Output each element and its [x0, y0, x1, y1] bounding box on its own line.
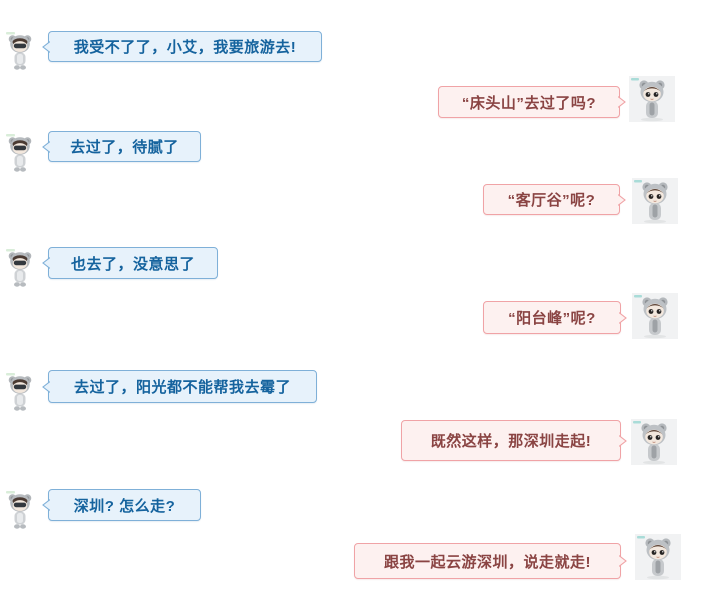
bubble-tail-icon: [618, 96, 626, 108]
message-text: 既然这样，那深圳走起!: [430, 433, 592, 450]
message-text: 跟我一起云游深圳，说走就走!: [384, 553, 591, 571]
chat-bubble-left: 我受不了了，小艾，我要旅游去!: [48, 31, 322, 62]
bubble-tail-icon: [42, 499, 50, 511]
user-avatar: [6, 373, 34, 413]
bubble-tail-icon: [42, 381, 50, 393]
chat-bubble-right: “客厅谷”呢?: [483, 184, 620, 215]
assistant-avatar: [631, 419, 677, 465]
user-avatar: [6, 249, 34, 289]
assistant-avatar: [632, 293, 678, 339]
message-text: “床头山”去过了吗?: [461, 94, 597, 112]
chat-bubble-left: 深圳? 怎么走?: [48, 489, 201, 521]
chat-bubble-right: 既然这样，那深圳走起!: [401, 420, 621, 461]
message-text: 去过了，阳光都不能帮我去霉了: [73, 379, 291, 396]
assistant-avatar: [635, 534, 681, 580]
user-avatar: [6, 32, 34, 72]
message-text: 去过了，待腻了: [70, 139, 179, 156]
message-text: “客厅谷”呢?: [507, 192, 596, 209]
chat-bubble-right: 跟我一起云游深圳，说走就走!: [354, 543, 621, 579]
chat-bubble-left: 去过了，阳光都不能帮我去霉了: [48, 370, 317, 403]
bubble-tail-icon: [42, 41, 50, 53]
bubble-tail-icon: [618, 194, 626, 206]
chat-bubble-right: “阳台峰”呢?: [483, 301, 621, 334]
chat-bubble-right: “床头山”去过了吗?: [438, 86, 620, 118]
chat-bubble-left: 去过了，待腻了: [48, 131, 201, 162]
bubble-tail-icon: [619, 312, 627, 324]
assistant-avatar: [629, 76, 675, 122]
chat-bubble-left: 也去了，没意思了: [48, 247, 218, 279]
assistant-avatar: [632, 178, 678, 224]
bubble-tail-icon: [42, 257, 50, 269]
message-text: 也去了，没意思了: [70, 255, 195, 273]
bubble-tail-icon: [42, 141, 50, 153]
message-text: 我受不了了，小艾，我要旅游去!: [73, 39, 297, 56]
bubble-tail-icon: [619, 435, 627, 447]
bubble-tail-icon: [619, 555, 627, 567]
message-text: “阳台峰”呢?: [508, 310, 596, 327]
user-avatar: [6, 491, 34, 531]
user-avatar: [6, 134, 34, 174]
message-text: 深圳? 怎么走?: [73, 497, 176, 515]
